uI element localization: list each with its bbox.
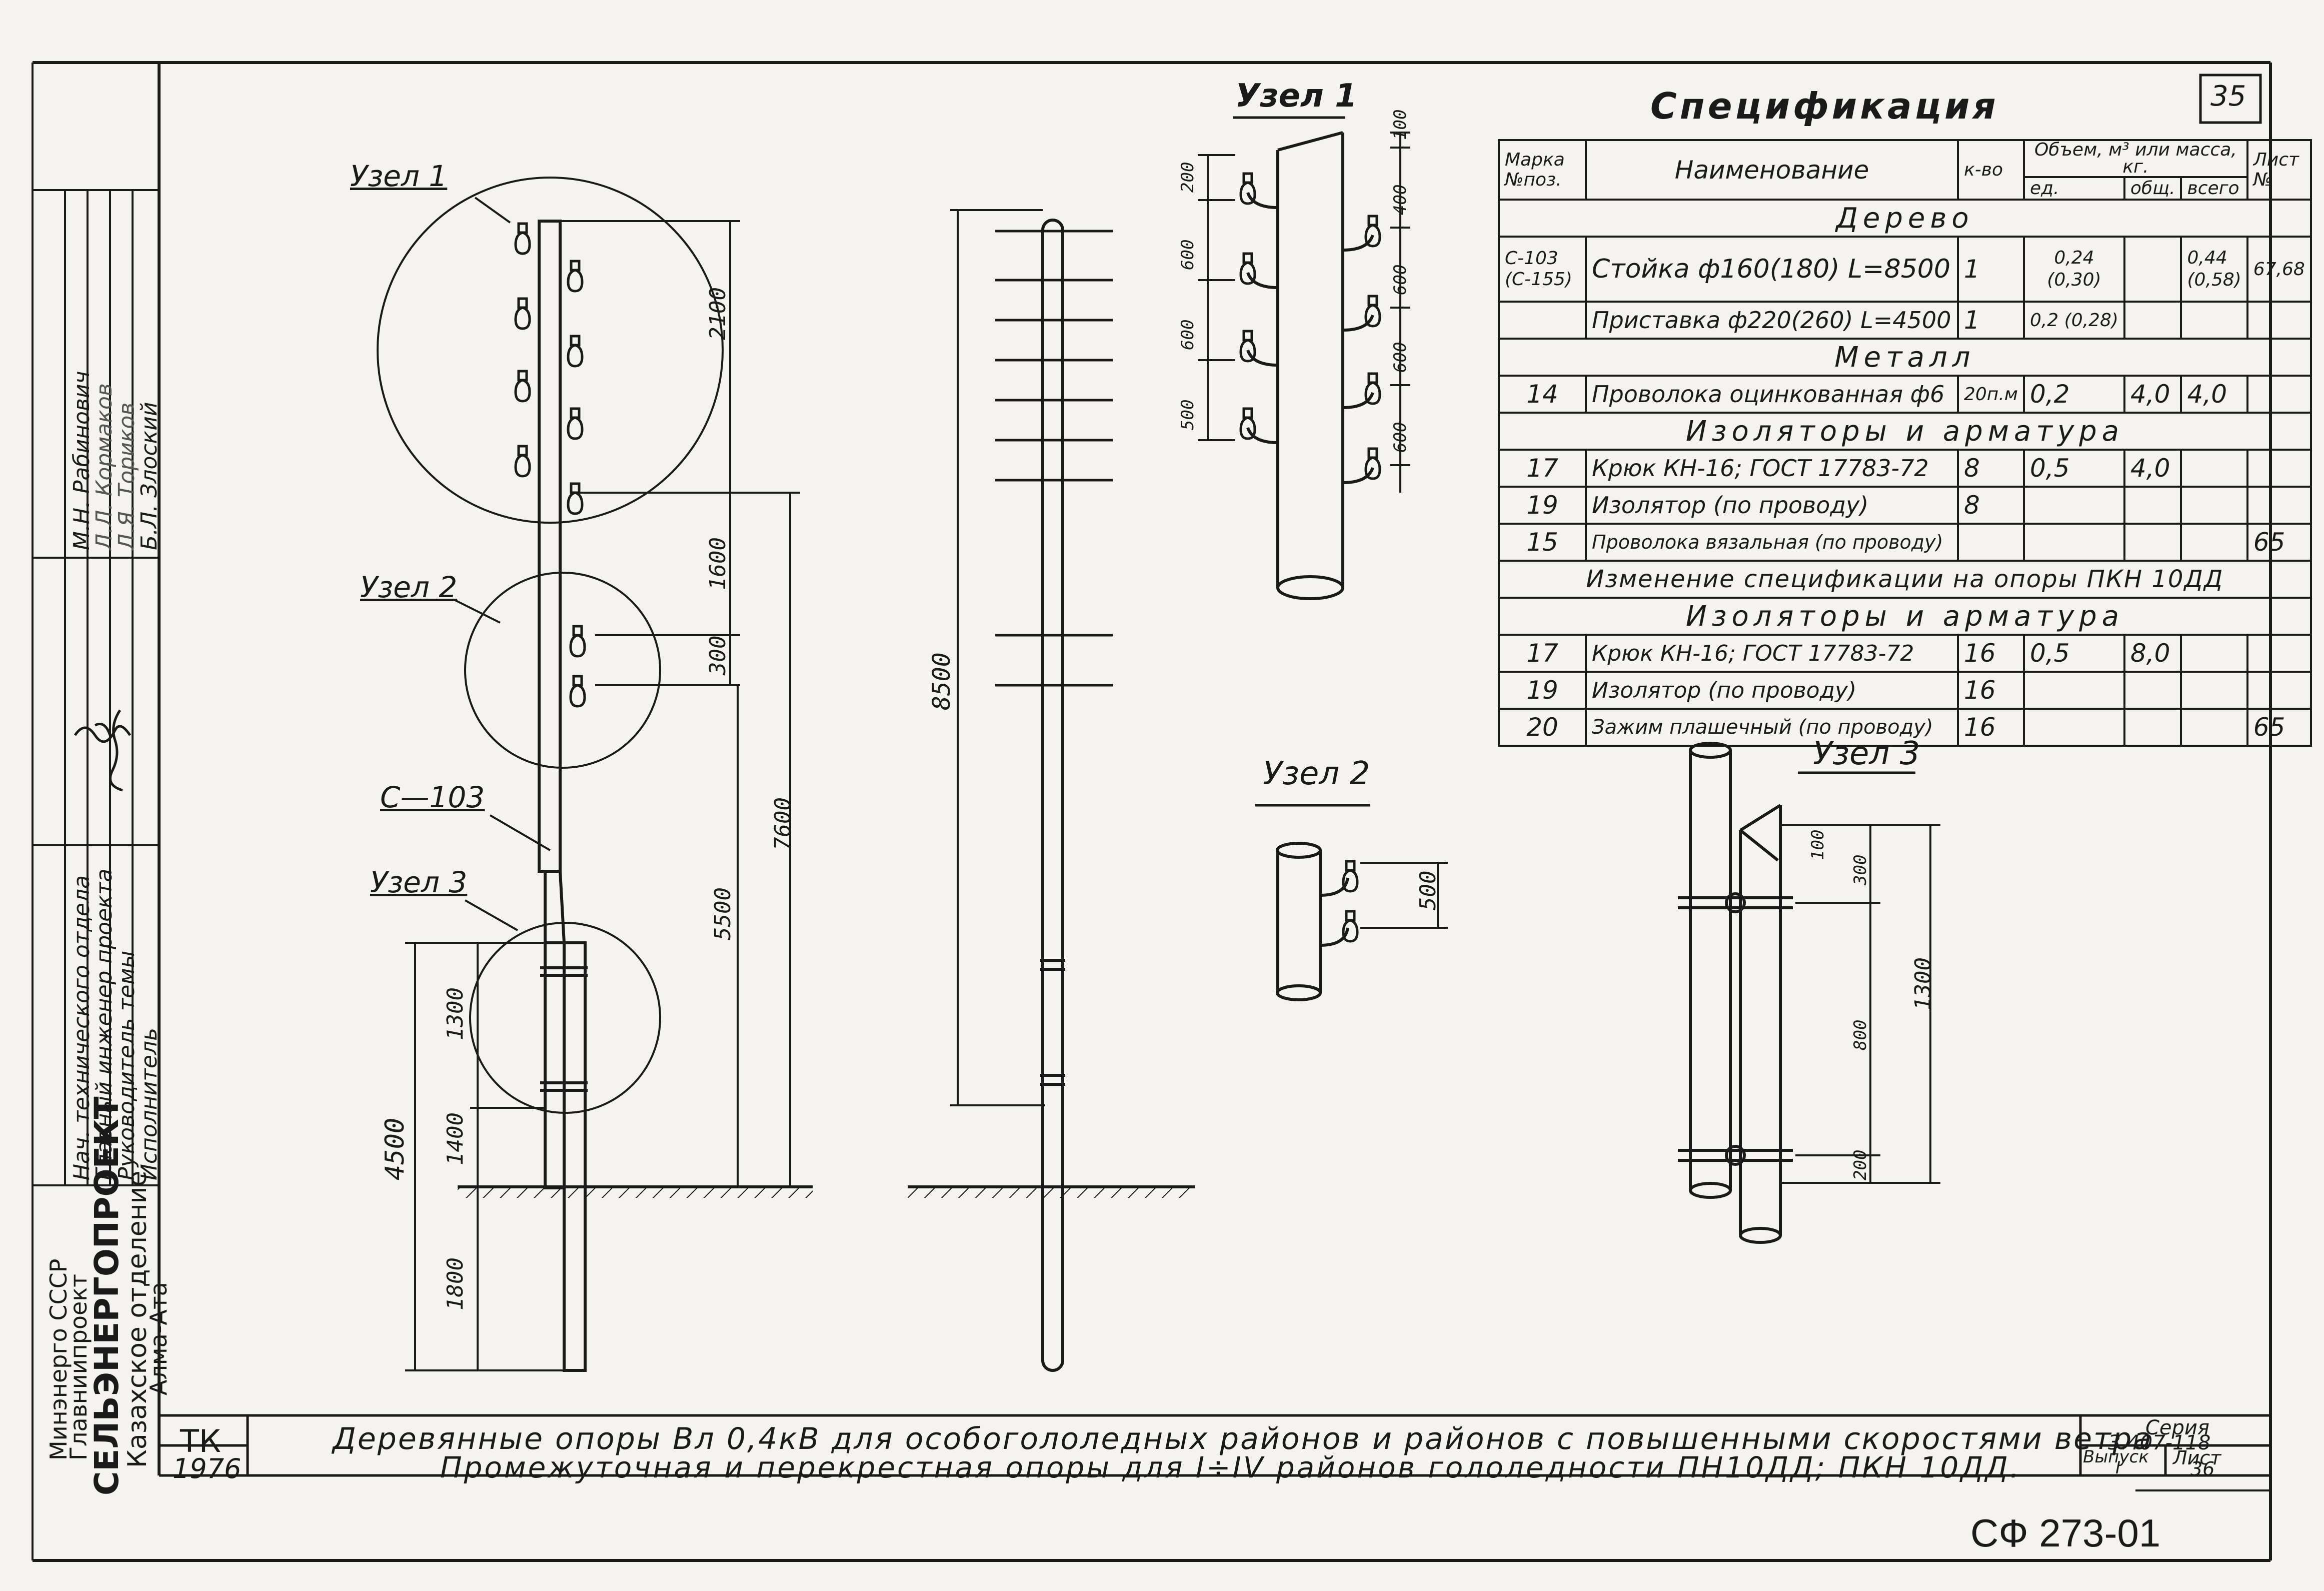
spec-row-2: Приставка ф220(260) L=4500 1 0,2 (0,28) [1498, 301, 2312, 340]
spec-row-5: 19 Изолятор (по проводу) 8 [1498, 486, 2312, 525]
dim-2100: 2100 [705, 287, 731, 340]
title-line-2: Промежуточная и перекрестная опоры для I… [440, 1450, 2021, 1484]
title-tk: ТК [180, 1423, 221, 1459]
doc-code: СФ 273-01 [1970, 1511, 2161, 1555]
stamp-grid [33, 189, 159, 1186]
n1-dim-600e: 600 [1178, 319, 1198, 350]
label-node1-detail: Узел 1 [1235, 78, 1357, 115]
dim-5500: 5500 [710, 887, 736, 940]
spec-head-unit: ед. [2022, 176, 2125, 201]
n3-dim-800: 800 [1850, 1019, 1870, 1050]
middle-dimensions [950, 209, 1045, 1106]
spec-row-3: 14 Проволока оцинкованная ф6 20п.м 0,2 4… [1498, 375, 2312, 414]
spec-row-7: 17 Крюк КН-16; ГОСТ 17783-72 16 0,5 8,0 [1498, 634, 2312, 673]
series-value: 3.407-118 [2108, 1431, 2211, 1454]
spec-head-vol: Объем, м³ или масса, кг. [2022, 139, 2248, 178]
spec-subheader-row: ед. общ. всего [1499, 176, 2311, 201]
spec-header-row: Марка №поз. Наименование к-во Объем, м³ … [1498, 139, 2312, 201]
spec-title: Спецификация [1650, 85, 1999, 127]
n1-dim-200: 200 [1178, 162, 1198, 193]
title-line-1: Деревянные опоры Вл 0,4кВ для особоголол… [333, 1421, 2153, 1456]
spec-row-8: 19 Изолятор (по проводу) 16 [1498, 671, 2312, 710]
node3-dimensions [1780, 824, 1940, 1184]
spec-section-change: Изменение спецификации на опоры ПКН 10ДД [1498, 560, 2312, 599]
node1-detail [1246, 131, 1374, 600]
node2-dimensions [1360, 862, 1448, 929]
n2-dim-500: 500 [1415, 870, 1441, 910]
spec-head-mark: Марка №поз. [1498, 139, 1587, 201]
n1-dim-600c: 600 [1390, 422, 1410, 453]
node1-dimensions [1198, 132, 1410, 493]
spec-head-sheet: Лист № [2246, 139, 2312, 201]
left-dimensions [405, 220, 800, 1371]
spec-section-metal: Металл [1498, 338, 2312, 377]
corner-box [2199, 74, 2262, 124]
n3-dim-100: 100 [1808, 829, 1828, 860]
label-node2-main: Узел 2 [360, 570, 458, 604]
dim-8500: 8500 [928, 652, 956, 710]
dim-300: 300 [705, 635, 731, 675]
spec-row-6: 15 Проволока вязальная (по проводу) 65 [1498, 523, 2312, 562]
label-node2-detail: Узел 2 [1263, 755, 1370, 792]
title-year: 1976 [173, 1453, 242, 1484]
sheet-value: 36 [2190, 1458, 2215, 1480]
spec-head-total: общ. [2123, 176, 2182, 201]
dim-1600: 1600 [705, 537, 731, 590]
spec-row-1: С-103 (С-155) Стойка ф160(180) L=8500 1 … [1498, 236, 2312, 303]
sheet-label: Лист [2173, 1447, 2221, 1469]
dim-4500: 4500 [380, 1117, 410, 1180]
title-block-grid [159, 1414, 2270, 1477]
ground-hatch-right [908, 1187, 1195, 1198]
spec-head-all: всего [2180, 176, 2248, 201]
sheet-corner-number: 35 [2210, 80, 2246, 113]
spec-row-4: 17 Крюк КН-16; ГОСТ 17783-72 8 0,5 4,0 [1498, 449, 2312, 488]
n1-dim-600b: 600 [1390, 342, 1410, 373]
n1-dim-400: 400 [1390, 184, 1410, 215]
spec-table: Марка №поз. Наименование к-во Объем, м³ … [1498, 139, 2312, 747]
label-node3-main: Узел 3 [370, 865, 468, 899]
spec-row-9: 20 Зажим плашечный (по проводу) 16 65 [1498, 708, 2312, 747]
dim-7600: 7600 [770, 797, 796, 850]
node-circles [377, 177, 724, 1114]
dim-1300: 1300 [443, 987, 468, 1040]
dim-1400: 1400 [443, 1112, 468, 1165]
n3-dim-300: 300 [1850, 854, 1870, 885]
spec-section-wood: Дерево [1498, 199, 2312, 238]
spec-section-insulators: Изоляторы и арматура [1498, 412, 2312, 451]
spec-section-insulators-2: Изоляторы и арматура [1498, 597, 2312, 636]
spec-head-name: Наименование [1585, 139, 1959, 201]
n1-dim-100: 100 [1390, 109, 1410, 140]
n3-dim-200: 200 [1850, 1149, 1870, 1180]
issue-value: I [2115, 1458, 2121, 1478]
label-pole-mark: С—103 [380, 780, 485, 814]
node3-detail [1678, 742, 1793, 1244]
label-node1-main: Узел 1 [350, 159, 448, 193]
n1-dim-600a: 600 [1390, 264, 1410, 295]
pole-left [538, 220, 588, 1372]
pole-middle-crossarms [995, 230, 1113, 687]
series-label: Серия [2145, 1416, 2209, 1439]
n1-dim-500: 500 [1178, 399, 1198, 430]
node2-detail [1276, 842, 1349, 1001]
n3-dim-1300: 1300 [1910, 957, 1936, 1010]
issue-label: Выпуск [2083, 1447, 2149, 1467]
ground-hatch-left [458, 1187, 813, 1198]
spec-head-qty: к-во [1957, 139, 2025, 201]
n1-dim-600d: 600 [1178, 239, 1198, 270]
dim-1800: 1800 [443, 1257, 468, 1310]
pole-middle [1040, 219, 1065, 1372]
